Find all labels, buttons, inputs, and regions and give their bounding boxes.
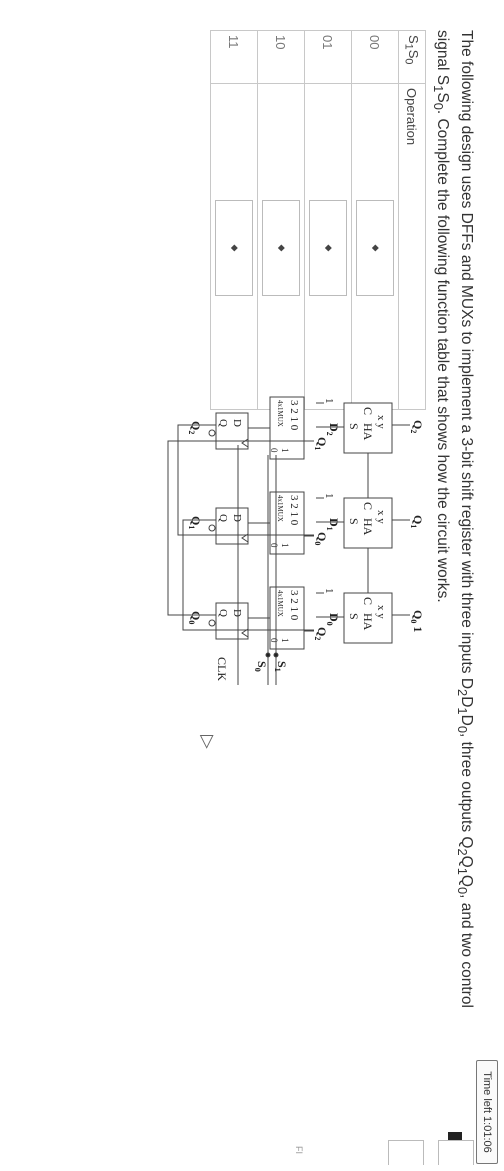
select-s1-label: S1	[273, 661, 289, 672]
dff-box	[215, 412, 249, 450]
stage-top-label: Q2	[409, 420, 425, 433]
dff-d-label: D	[231, 609, 243, 617]
feedback-wire	[177, 424, 314, 536]
row-code: 11	[210, 30, 258, 84]
inverted-output-bubble	[208, 619, 216, 627]
ha-xy-label: x y	[375, 510, 387, 524]
dff-q-label: Q	[217, 419, 229, 427]
mux-sel1-label: 1	[280, 543, 290, 548]
timer-box: Time left 1:01:06	[476, 1060, 498, 1164]
table-header-row: S1S0 Operation	[398, 30, 426, 410]
row-code: 01	[304, 30, 352, 84]
operation-cell: ◆	[304, 83, 352, 410]
junction-dot	[273, 652, 279, 658]
stage-d-label: D2	[325, 423, 341, 436]
table-row: 00 ◆	[351, 30, 399, 410]
ha-label: HA	[361, 518, 375, 536]
mouse-cursor-icon: ▷	[198, 735, 218, 749]
mux-inputs-label: 3 2 1 0	[288, 590, 300, 621]
stage-out-label: Q1	[187, 516, 203, 529]
mux-label: 4x1MUX	[276, 590, 284, 617]
ha-xy-label: x y	[375, 605, 387, 619]
mux-sel1-label: 1	[280, 448, 290, 453]
side-mark: FI	[294, 1146, 304, 1154]
ha-s-label: S	[347, 613, 361, 620]
operation-cell: ◆	[351, 83, 399, 410]
ha-s-label: S	[347, 423, 361, 430]
flag-tab[interactable]	[448, 1132, 462, 1140]
mux-sel0-label: 0	[269, 638, 279, 643]
ha-c-label: C	[361, 597, 375, 605]
side-panel-edge[interactable]	[438, 1140, 474, 1165]
dff-d-label: D	[231, 419, 243, 427]
function-table: S1S0 Operation 00 ◆ 01 ◆ 10 ◆ 11 ◆	[210, 30, 426, 410]
stage-top-label: Q1	[409, 515, 425, 528]
mux-label: 4x1MUX	[276, 495, 284, 522]
ha-c-label: C	[361, 502, 375, 510]
junction-dot	[265, 652, 271, 658]
mux-one-label: 1	[323, 398, 335, 404]
header-operation: Operation	[398, 83, 426, 410]
stage-out-label: Q0	[187, 611, 203, 624]
mux-one-label: 1	[323, 588, 335, 594]
inverted-output-bubble	[208, 429, 216, 437]
dropdown-arrow-icon: ◆	[277, 244, 287, 252]
ha-label: HA	[361, 423, 375, 441]
feedback-wire	[167, 440, 304, 616]
table-row: 01 ◆	[304, 30, 352, 410]
stage-mid-label: Q0	[313, 532, 329, 545]
ha-xy-label: x y	[375, 415, 387, 429]
stage-out-label: Q2	[187, 421, 203, 434]
operation-dropdown-10[interactable]: ◆	[262, 199, 300, 296]
table-row: 10 ◆	[257, 30, 305, 410]
row-code: 10	[257, 30, 305, 84]
stage-d-label: D1	[325, 518, 341, 531]
side-panel-edge-2[interactable]	[388, 1140, 424, 1165]
timer-label: Time left	[481, 1071, 493, 1114]
dropdown-arrow-icon: ◆	[230, 244, 240, 252]
stage-d-label: D0	[325, 613, 341, 626]
mux-inputs-label: 3 2 1 0	[288, 400, 300, 431]
operation-dropdown-11[interactable]: ◆	[215, 199, 253, 296]
ha-s-label: S	[347, 518, 361, 525]
stage-top-label: Q0 1	[409, 610, 425, 632]
inverted-output-bubble	[208, 524, 216, 532]
mux-sel1-label: 1	[280, 638, 290, 643]
mux-one-label: 1	[323, 493, 335, 499]
dropdown-arrow-icon: ◆	[371, 244, 381, 252]
ha-c-label: C	[361, 407, 375, 415]
row-code: 00	[351, 30, 399, 84]
mux-inputs-label: 3 2 1 0	[288, 495, 300, 526]
question-text: The following design uses DFFs and MUXs …	[430, 30, 475, 1008]
clock-triangle-icon	[241, 438, 249, 448]
operation-dropdown-00[interactable]: ◆	[356, 199, 394, 296]
operation-cell: ◆	[210, 83, 258, 410]
operation-cell: ◆	[257, 83, 305, 410]
stage-mid-label: Q2	[313, 627, 329, 640]
ha-label: HA	[361, 613, 375, 631]
header-s1s0: S1S0	[398, 30, 426, 84]
feedback-wire	[182, 519, 314, 631]
table-row: 11 ◆	[210, 30, 258, 410]
dff-d-label: D	[231, 514, 243, 522]
dff-q-label: Q	[217, 514, 229, 522]
mux-label: 4x1MUX	[276, 400, 284, 427]
timer-value: 1:01:06	[481, 1116, 493, 1153]
operation-dropdown-01[interactable]: ◆	[309, 199, 347, 296]
mux-sel0-label: 0	[269, 543, 279, 548]
mux-sel0-label: 0	[269, 448, 279, 453]
clk-label: CLK	[215, 657, 229, 681]
dff-q-label: Q	[217, 609, 229, 617]
stage-mid-label: Q1	[313, 437, 329, 450]
dropdown-arrow-icon: ◆	[324, 244, 334, 252]
select-s0-label: S0	[253, 661, 269, 672]
